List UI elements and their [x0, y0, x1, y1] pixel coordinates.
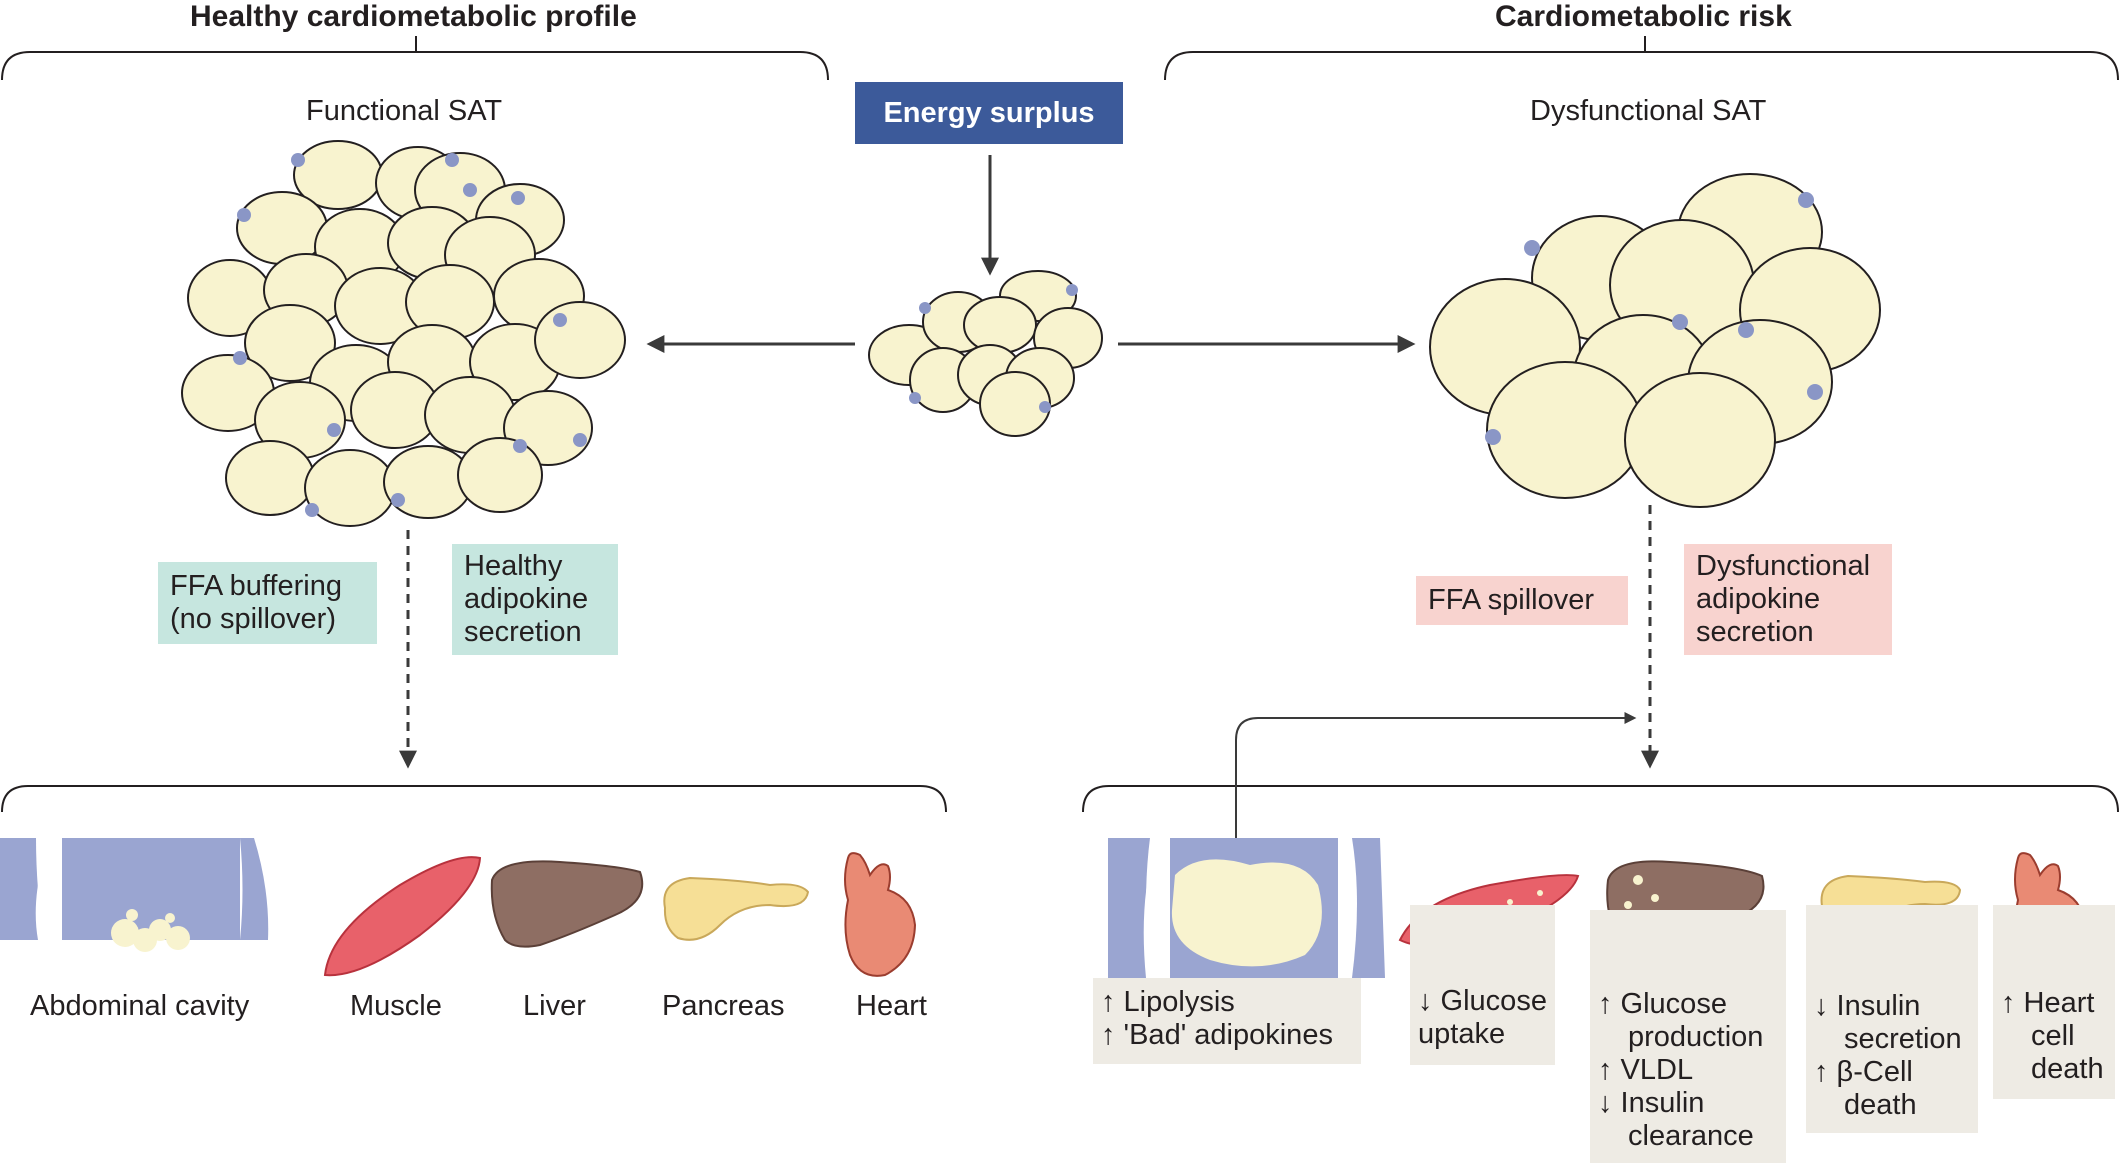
pancreas-icon: [663, 876, 810, 941]
liver-icon: [490, 860, 644, 948]
dysfunctional-adipocyte-cluster-icon: [1429, 173, 1881, 508]
dysfunctional-secretion-line-1: Dysfunctional: [1696, 550, 1871, 582]
effect-liver-line-2: production: [1628, 1021, 1764, 1053]
dysfunctional-secretion-line-3: secretion: [1696, 616, 1814, 648]
effect-liver-line-4: ↓ Insulin: [1598, 1087, 1705, 1119]
organ-label-liver: Liver: [523, 990, 586, 1022]
dysfunctional-secretion-line-2: adipokine: [1696, 583, 1821, 615]
effect-abdominal: ↑ Lipolysis ↑ 'Bad' adipokines: [1093, 978, 1361, 1064]
healthy-secretion-callout: Healthy adipokine secretion: [452, 544, 618, 655]
feedback-arrow: [1235, 712, 1637, 842]
organ-label-pancreas: Pancreas: [662, 990, 785, 1022]
left-panel-heading: Healthy cardiometabolic profile: [190, 0, 637, 33]
effect-liver: ↑ Glucose production ↑ VLDL ↓ Insulin cl…: [1590, 910, 1786, 1163]
effect-abdominal-line-2: ↑ 'Bad' adipokines: [1101, 1019, 1333, 1051]
abdomen-icon: [0, 838, 300, 952]
effect-pancreas: ↓ Insulin secretion ↑ β-Cell death: [1806, 905, 1978, 1133]
ffa-buffering-callout: FFA buffering (no spillover): [158, 562, 377, 644]
dysfunctional-secretion-callout: Dysfunctional adipokine secretion: [1684, 544, 1892, 655]
effect-heart: ↑ Heart cell death: [1993, 905, 2115, 1099]
bottom-bracket-right: [1082, 785, 2119, 813]
healthy-secretion-line-1: Healthy: [464, 550, 563, 582]
effect-heart-line-3: death: [2031, 1053, 2104, 1085]
effect-pancreas-line-1: ↓ Insulin: [1814, 990, 1921, 1022]
ffa-spillover-line: FFA spillover: [1428, 584, 1594, 616]
heart-icon: [844, 852, 917, 977]
effect-pancreas-line-3: ↑ β-Cell: [1814, 1056, 1913, 1088]
effect-liver-line-5: clearance: [1628, 1120, 1754, 1152]
effect-heart-line-2: cell: [2031, 1020, 2075, 1052]
effect-liver-line-1: ↑ Glucose: [1598, 988, 1727, 1020]
right-panel-heading: Cardiometabolic risk: [1495, 0, 1792, 33]
effect-liver-line-3: ↑ VLDL: [1598, 1054, 1694, 1086]
organ-label-heart: Heart: [856, 990, 927, 1022]
organ-label-muscle: Muscle: [350, 990, 442, 1022]
organ-label-abdominal: Abdominal cavity: [30, 990, 250, 1022]
ffa-spillover-callout: FFA spillover: [1416, 576, 1628, 625]
effect-heart-line-1: ↑ Heart: [2001, 987, 2095, 1019]
effect-muscle-line-1: ↓ Glucose: [1418, 985, 1547, 1017]
effect-pancreas-line-2: secretion: [1844, 1023, 1962, 1055]
small-adipocyte-cluster-icon: [868, 270, 1103, 437]
ffa-buffering-line-1: FFA buffering: [170, 570, 342, 602]
healthy-secretion-line-2: adipokine: [464, 583, 589, 615]
top-bracket-right: [1164, 51, 2119, 81]
healthy-secretion-line-3: secretion: [464, 616, 582, 648]
energy-surplus-box: Energy surplus: [855, 82, 1123, 144]
effect-muscle: ↓ Glucose uptake: [1410, 905, 1555, 1065]
ffa-buffering-line-2: (no spillover): [170, 603, 336, 635]
effect-abdominal-line-1: ↑ Lipolysis: [1101, 986, 1235, 1018]
effect-muscle-line-2: uptake: [1418, 1018, 1506, 1050]
bottom-bracket-left: [1, 785, 947, 813]
muscle-icon: [323, 856, 482, 977]
functional-adipocyte-cluster-icon: [181, 140, 626, 527]
energy-surplus-label: Energy surplus: [883, 96, 1095, 129]
top-bracket-left: [1, 51, 829, 81]
functional-sat-label: Functional SAT: [306, 95, 503, 127]
effect-pancreas-line-4: death: [1844, 1089, 1917, 1121]
abdomen-dysfunctional-icon: [1108, 838, 1385, 978]
dysfunctional-sat-label: Dysfunctional SAT: [1530, 95, 1767, 127]
